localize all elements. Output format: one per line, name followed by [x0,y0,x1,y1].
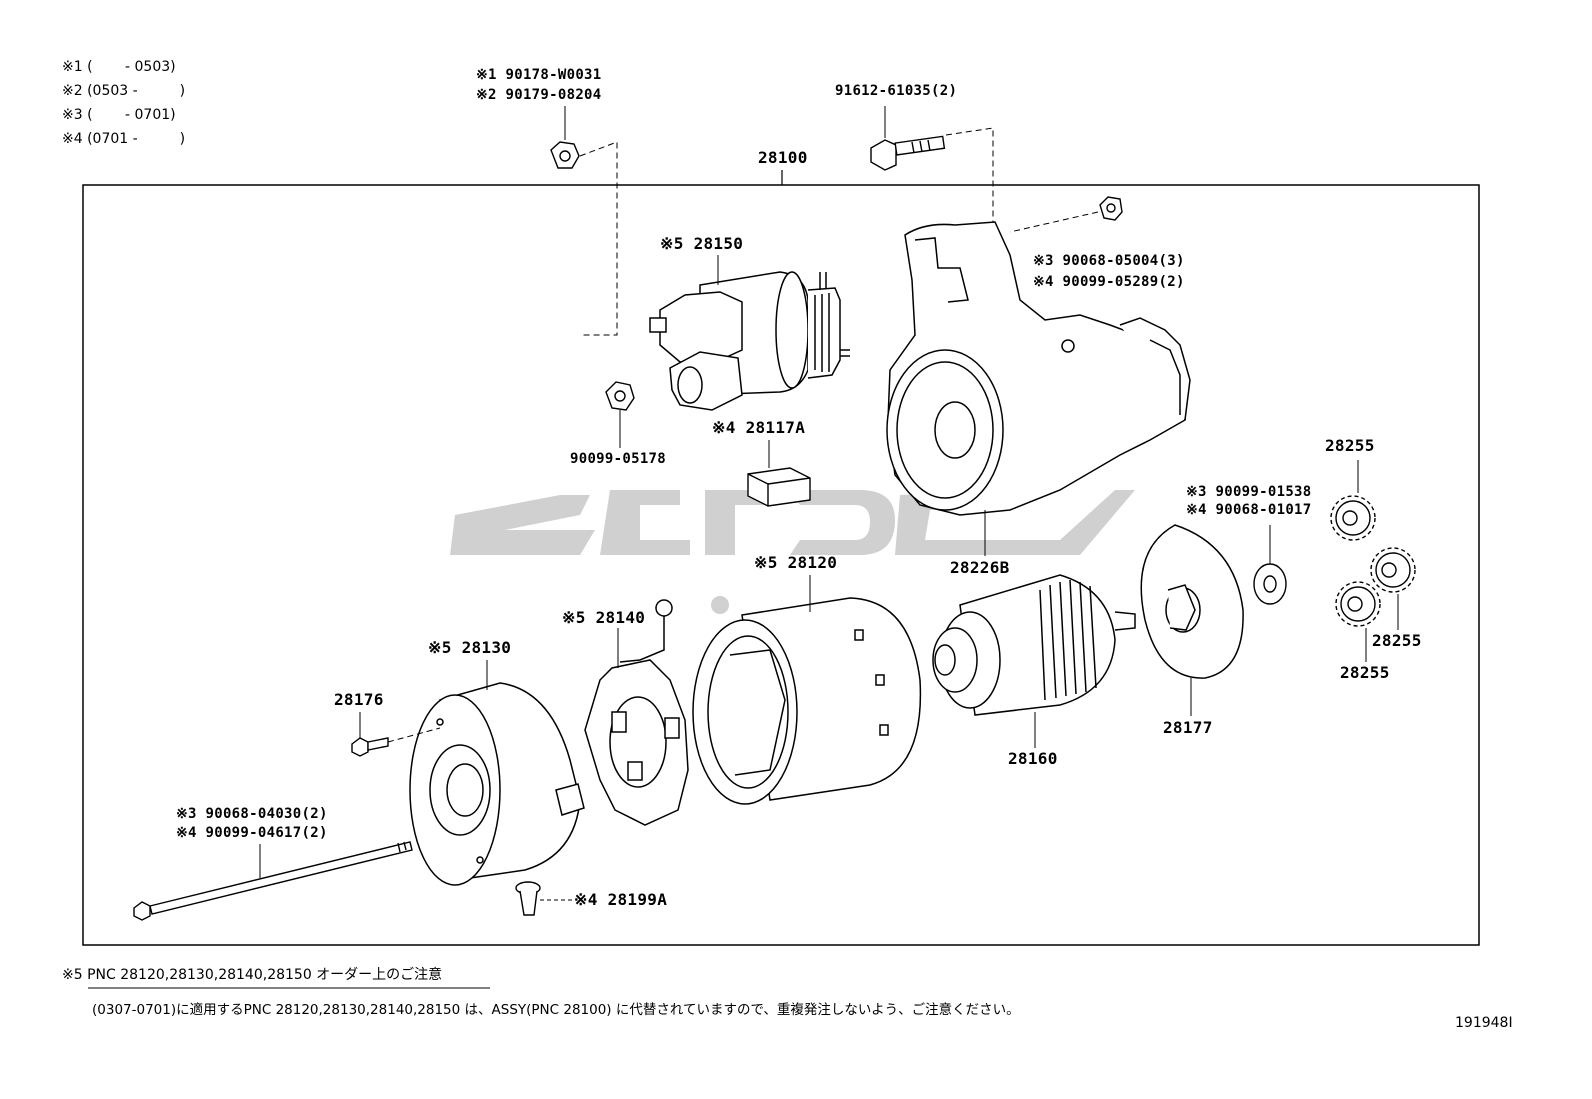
label-nut-small: 90099-05178 [570,451,667,467]
housing-part [886,221,1191,516]
washer-part [1253,563,1287,605]
brush-holder-part [584,599,689,826]
plate-part [1140,524,1244,679]
label-washer-1: ※3 90099-01538 [1186,484,1312,500]
housing-nut-part [1099,196,1123,221]
label-nut-top-2: ※2 90179-08204 [476,87,602,103]
nut-top-part [550,141,580,169]
label-grommet: ※4 28199A [574,890,668,909]
legend-line-3: ※3 ( - 0701) [62,107,176,123]
bolt-top-part [870,135,946,171]
grommet-part [515,881,541,916]
label-solenoid: ※5 28150 [660,234,744,253]
rubber-part [747,467,811,507]
gear-right-part [1370,547,1416,593]
end-frame-part [409,682,585,886]
label-end-frame: ※5 28130 [428,638,512,657]
gear-bottom-part [1335,581,1381,627]
solenoid-part [649,271,850,411]
armature-part [932,574,1136,716]
note-body: (0307-0701)に適用するPNC 28120,28130,28140,28… [92,1002,1020,1018]
label-housing: 28226B [950,558,1010,577]
label-gear-top: 28255 [1325,436,1375,455]
screw-part [351,737,389,757]
label-brush-holder: ※5 28140 [562,608,646,627]
label-assy: 28100 [758,148,808,167]
assembly-frame [82,184,1480,946]
note-title: ※5 PNC 28120,28130,28140,28150 オーダー上のご注意 [62,967,443,983]
label-washer-2: ※4 90068-01017 [1186,502,1312,518]
label-housing-nut-2: ※4 90099-05289(2) [1033,274,1185,290]
label-housing-nut-1: ※3 90068-05004(3) [1033,253,1185,269]
legend-line-4: ※4 (0701 - ) [62,131,186,147]
label-through-bolt-2: ※4 90099-04617(2) [176,825,328,841]
legend-line-1: ※1 ( - 0503) [62,59,176,75]
label-gear-bottom: 28255 [1340,663,1390,682]
label-armature: 28160 [1008,749,1058,768]
through-bolt-part [133,841,413,921]
gear-top-part [1330,495,1376,541]
legend-line-2: ※2 (0503 - ) [62,83,186,99]
label-bolt-top: 91612-61035(2) [835,83,958,99]
nut-small-part [605,381,635,411]
label-screw: 28176 [334,690,384,709]
figure-id: 191948I [1455,1015,1513,1031]
label-rubber: ※4 28117A [712,418,806,437]
label-through-bolt-1: ※3 90068-04030(2) [176,806,328,822]
label-gear-right: 28255 [1372,631,1422,650]
yoke-part [692,597,922,805]
label-yoke: ※5 28120 [754,553,838,572]
label-nut-top-1: ※1 90178-W0031 [476,67,602,83]
label-plate: 28177 [1163,718,1213,737]
